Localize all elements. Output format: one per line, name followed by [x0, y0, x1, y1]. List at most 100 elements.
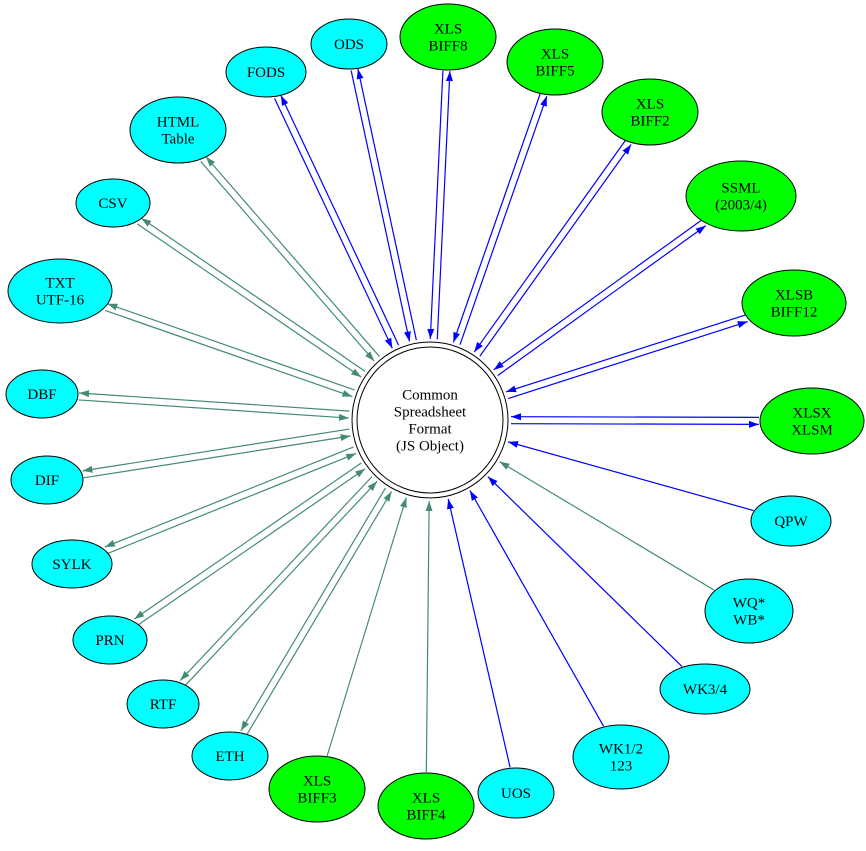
- node-shape-wk1-2-123: [572, 724, 670, 790]
- node-shape-rtf: [126, 679, 200, 729]
- edge-read-qpw: [507, 441, 754, 512]
- node-uos: UOS: [477, 767, 555, 819]
- edge-read-xls-biff2: [473, 140, 626, 353]
- edge-read-xls-biff5: [452, 93, 541, 343]
- edge-write-dbf: [79, 390, 350, 412]
- node-shape-xls-biff8: [399, 3, 497, 71]
- node-shape-xls-biff2: [601, 78, 699, 146]
- node-prn: PRN: [72, 615, 148, 665]
- edge-read-dbf: [78, 399, 349, 421]
- edge-read-wk1-2-123: [469, 490, 605, 727]
- node-shape-xls-biff3: [268, 755, 366, 823]
- node-shape-qpw: [750, 495, 832, 547]
- edge-read-xlsx-xlsm: [511, 413, 760, 421]
- edge-read-uos: [447, 498, 511, 768]
- node-label-rtf: RTF: [150, 697, 177, 713]
- node-label-uos: UOS: [501, 786, 531, 802]
- node-shape-dbf: [5, 369, 79, 419]
- node-label-wq-wb: WQ*WB*: [733, 596, 766, 629]
- node-shape-wq-wb: [704, 578, 794, 644]
- node-shape-ssml-2003-4: [685, 160, 797, 232]
- node-shape-eth: [191, 731, 269, 781]
- node-label-ods: ODS: [334, 37, 364, 53]
- edge-write-html-table: [205, 156, 380, 357]
- node-label-qpw: QPW: [774, 514, 808, 530]
- edge-read-prn: [137, 468, 366, 626]
- edge-read-txt-utf-16: [104, 309, 353, 398]
- edge-write-dif: [82, 428, 350, 473]
- edge-write-xlsx-xlsm: [510, 420, 759, 428]
- edge-write-fods: [280, 95, 400, 346]
- node-ods: ODS: [310, 18, 388, 70]
- edge-write-txt-utf-16: [107, 303, 355, 391]
- center-inner-circle: [356, 346, 504, 494]
- edge-read-sylk: [107, 452, 357, 555]
- node-label-csv: CSV: [98, 196, 127, 212]
- edge-write-prn: [133, 462, 362, 620]
- edge-write-xlsb-biff12: [508, 320, 748, 400]
- node-label-eth: ETH: [215, 749, 244, 765]
- node-shape-prn: [72, 615, 148, 665]
- node-qpw: QPW: [750, 495, 832, 547]
- node-label-fods: FODS: [247, 65, 285, 81]
- edge-read-html-table: [200, 160, 375, 362]
- edge-write-rtf: [179, 476, 373, 681]
- node-dbf: DBF: [5, 369, 79, 419]
- edge-write-xls-biff8: [436, 71, 453, 340]
- node-shape-xlsx-xlsm: [759, 387, 865, 455]
- edge-read-wq-wb: [499, 461, 715, 591]
- node-wk3-4: WK3/4: [659, 663, 751, 715]
- node-shape-dif: [10, 455, 84, 505]
- node-shape-sylk: [31, 539, 113, 589]
- node-label-prn: PRN: [95, 633, 124, 649]
- node-label-wk3-4: WK3/4: [683, 682, 728, 698]
- edge-read-ods: [350, 70, 411, 342]
- edge-write-sylk: [104, 446, 354, 548]
- edge-write-xls-biff5: [459, 95, 548, 345]
- node-shape-txt-utf-16: [7, 258, 113, 324]
- node-shape-ods: [310, 18, 388, 70]
- node-dif: DIF: [10, 455, 84, 505]
- edge-write-ssml-2003-4: [497, 225, 707, 376]
- edge-read-wk3-4: [487, 476, 683, 667]
- edge-read-xlsb-biff12: [505, 314, 746, 393]
- edge-read-fods: [274, 98, 393, 349]
- node-fods: FODS: [225, 46, 307, 98]
- node-shape-xls-biff4: [377, 772, 475, 840]
- node-shape-xlsb-biff12: [741, 269, 847, 337]
- edge-read-xls-biff4: [425, 500, 433, 773]
- edge-read-eth: [246, 491, 393, 735]
- node-label-dbf: DBF: [27, 387, 56, 403]
- node-label-dif: DIF: [35, 473, 59, 489]
- edge-write-eth: [240, 487, 387, 732]
- node-ssml-2003-4: SSML(2003/4): [685, 160, 797, 232]
- node-shape-uos: [477, 767, 555, 819]
- node-csv: CSV: [75, 178, 151, 228]
- edge-read-xls-biff3: [326, 497, 407, 756]
- edge-write-xls-biff2: [479, 144, 632, 357]
- node-shape-wk3-4: [659, 663, 751, 715]
- node-wq-wb: WQ*WB*: [704, 578, 794, 644]
- edge-read-dif: [83, 434, 351, 479]
